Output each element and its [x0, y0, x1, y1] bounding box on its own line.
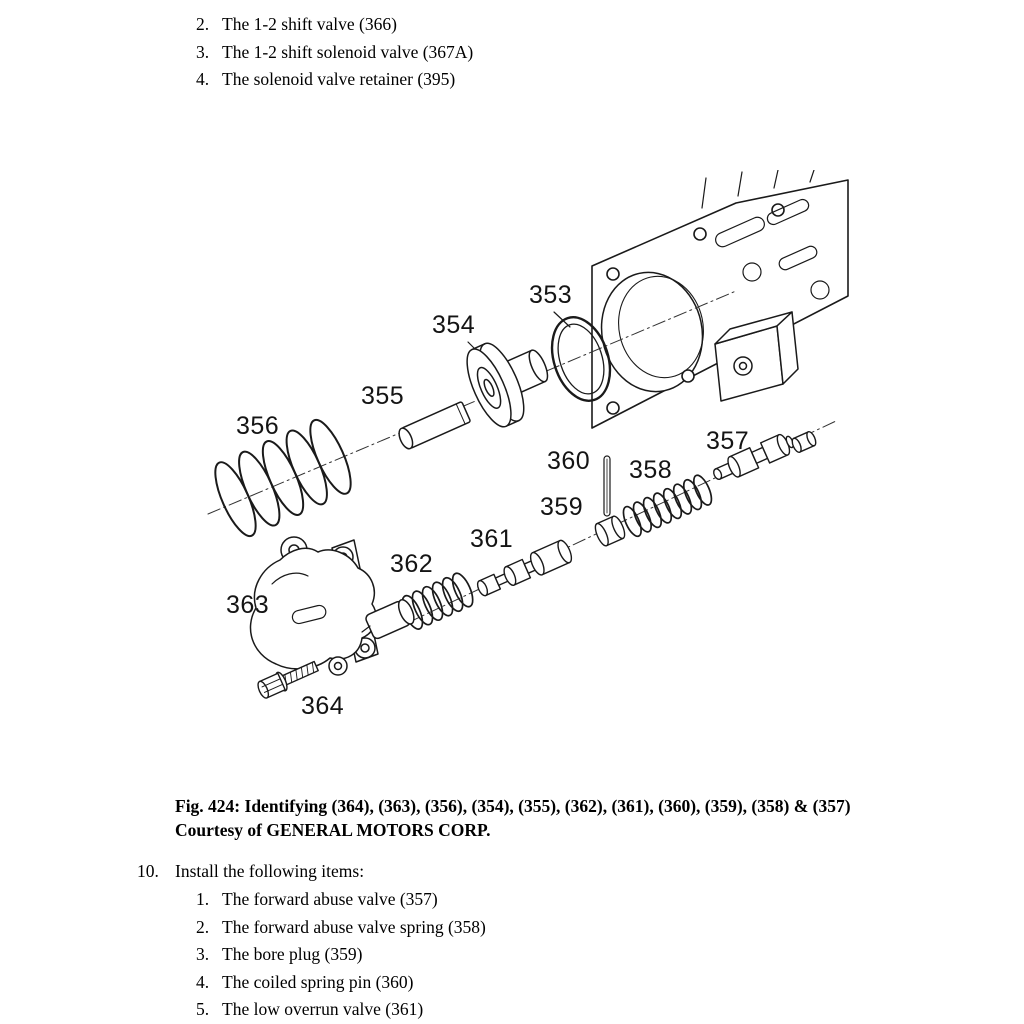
part-label-362: 362: [390, 550, 434, 578]
part-label-364: 364: [301, 692, 345, 720]
figure-caption-line1: Fig. 424: Identifying (364), (363), (356…: [175, 796, 851, 816]
part-356-spring: [214, 418, 352, 538]
list-item-text: The bore plug (359): [222, 944, 363, 964]
part-label-354: 354: [432, 311, 476, 339]
list-item-text: The forward abuse valve (357): [222, 889, 438, 909]
part-label-361: 361: [470, 525, 514, 553]
top-list: 2. The 1-2 shift valve (366) 3. The 1-2 …: [196, 14, 473, 97]
part-label-355: 355: [361, 382, 405, 410]
part-label-356: 356: [236, 412, 280, 440]
part-355-valve: [398, 401, 471, 450]
part-357-valve: [713, 433, 795, 481]
list-item: 2. The forward abuse valve spring (358): [196, 917, 486, 945]
list-item-number: 4.: [196, 971, 210, 992]
list-item: 3. The 1-2 shift solenoid valve (367A): [196, 42, 473, 70]
part-357-plug: [791, 431, 817, 453]
step-number: 10.: [137, 861, 159, 881]
list-item: 5. The low overrun valve (361): [196, 999, 486, 1024]
list-item-text: The coiled spring pin (360): [222, 971, 414, 992]
part-363-cover: [249, 536, 415, 676]
step-10: 10. Install the following items:: [137, 861, 364, 882]
list-item-number: 3.: [196, 944, 210, 964]
exploded-view-diagram: [207, 170, 849, 699]
list-item: 2. The 1-2 shift valve (366): [196, 14, 473, 42]
list-item: 3. The bore plug (359): [196, 944, 486, 972]
list-item-text: The low overrun valve (361): [222, 999, 424, 1019]
list-item-text: The forward abuse valve spring (358): [222, 916, 486, 937]
list-item-number: 5.: [196, 999, 210, 1019]
list-item-text: The 1-2 shift valve (366): [222, 14, 397, 34]
list-item-text: The 1-2 shift solenoid valve (367A): [222, 41, 474, 62]
list-item: 4. The solenoid valve retainer (395): [196, 69, 473, 97]
part-label-357: 357: [706, 427, 750, 455]
housing-passages: [701, 170, 830, 300]
part-label-358: 358: [629, 456, 673, 484]
figure-caption-line2: Courtesy of GENERAL MOTORS CORP.: [175, 819, 491, 840]
part-label-360: 360: [547, 447, 591, 475]
list-item-number: 4.: [196, 69, 210, 89]
list-item-number: 2.: [196, 14, 210, 34]
part-354-boost-valve: [466, 342, 549, 428]
solenoid-block: [714, 311, 799, 402]
part-359-bore-plug: [594, 515, 626, 547]
list-item-text: The solenoid valve retainer (395): [222, 69, 456, 89]
list-item-number: 2.: [196, 916, 210, 937]
list-item-number: 3.: [196, 41, 210, 62]
figure-caption: Fig. 424: Identifying (364), (363), (356…: [175, 795, 945, 842]
part-label-353: 353: [529, 281, 573, 309]
list-item: 1. The forward abuse valve (357): [196, 889, 486, 917]
list-item: 4. The coiled spring pin (360): [196, 972, 486, 1000]
valve-body-housing: [591, 170, 849, 429]
part-362-spring: [401, 572, 474, 630]
part-353-o-ring: [550, 316, 612, 402]
step-text: Install the following items:: [175, 861, 365, 881]
install-items-list: 1. The forward abuse valve (357) 2. The …: [196, 889, 486, 1024]
part-364-bolt: [257, 660, 319, 699]
part-label-359: 359: [540, 493, 584, 521]
list-item-number: 1.: [196, 889, 210, 909]
part-360-coiled-spring-pin: [603, 455, 611, 517]
part-361-valve: [476, 539, 573, 597]
part-label-363: 363: [226, 591, 270, 619]
part-358-spring: [622, 474, 713, 538]
